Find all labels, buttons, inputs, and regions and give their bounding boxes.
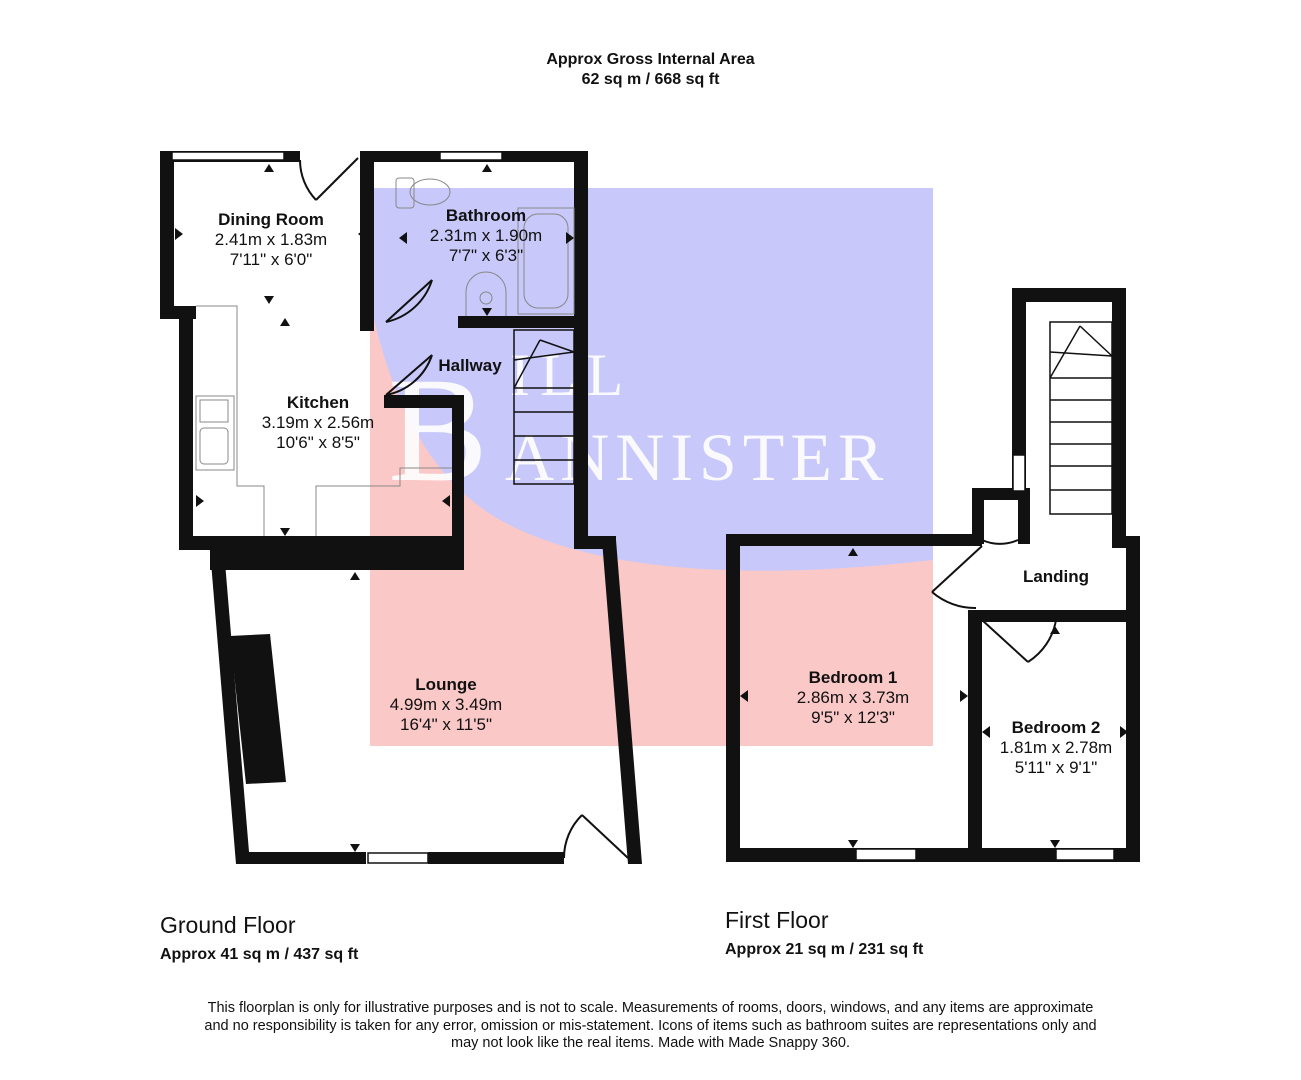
disclaimer: This floorplan is only for illustrative … — [0, 1000, 1301, 1053]
first-floor-label: First Floor — [725, 907, 829, 933]
watermark-logo: B ILL ANNISTER — [370, 188, 933, 746]
first-floor-stairs — [1049, 321, 1113, 515]
room-name: Kitchen — [286, 393, 350, 412]
room-kitchen: Kitchen 3.19m x 2.56m 10'6" x 8'5" — [238, 393, 398, 453]
room-metric: 3.19m x 2.56m — [261, 413, 375, 432]
first-floor-doors — [931, 539, 1057, 663]
room-bedroom-2: Bedroom 2 1.81m x 2.78m 5'11" x 9'1" — [976, 718, 1136, 778]
ground-floor-doors — [299, 157, 629, 859]
room-landing: Landing — [1006, 567, 1106, 587]
room-metric: 2.86m x 3.73m — [796, 688, 910, 707]
ground-floor-label: Ground Floor — [160, 912, 296, 938]
room-name: Bedroom 2 — [1011, 718, 1101, 737]
ground-floor-windows — [171, 151, 503, 864]
room-name: Bedroom 1 — [808, 668, 898, 687]
room-bedroom-1: Bedroom 1 2.86m x 3.73m 9'5" x 12'3" — [773, 668, 933, 728]
disclaimer-line-2: and no responsibility is taken for any e… — [204, 1017, 1097, 1034]
room-lounge: Lounge 4.99m x 3.49m 16'4" x 11'5" — [366, 675, 526, 735]
disclaimer-line-3: may not look like the real items. Made w… — [451, 1035, 850, 1051]
first-floor-walls — [726, 288, 1140, 862]
disclaimer-line-1: This floorplan is only for illustrative … — [207, 1000, 1094, 1016]
ground-floor-walls — [160, 151, 642, 864]
svg-text:ANNISTER: ANNISTER — [505, 419, 889, 495]
room-metric: 2.31m x 1.90m — [429, 226, 543, 245]
room-name: Lounge — [415, 675, 477, 694]
dimension-arrows — [175, 164, 1128, 852]
room-imperial: 7'7" x 6'3" — [448, 246, 524, 265]
room-bathroom: Bathroom 2.31m x 1.90m 7'7" x 6'3" — [406, 206, 566, 266]
room-name: Dining Room — [218, 210, 324, 229]
room-imperial: 16'4" x 11'5" — [400, 715, 492, 734]
bathroom-fittings — [395, 177, 575, 316]
ground-floor-stairs — [513, 329, 575, 485]
kitchen-fittings — [195, 305, 452, 536]
first-floor-area: Approx 21 sq m / 231 sq ft — [725, 941, 924, 958]
ground-floor-area: Approx 41 sq m / 437 sq ft — [160, 946, 359, 963]
room-dining: Dining Room 2.41m x 1.83m 7'11" x 6'0" — [191, 210, 351, 270]
gross-area-value: 62 sq m / 668 sq ft — [581, 71, 720, 88]
room-metric: 1.81m x 2.78m — [999, 738, 1113, 757]
gross-area-title: Approx Gross Internal Area — [546, 51, 755, 68]
room-imperial: 10'6" x 8'5" — [276, 433, 360, 452]
first-floor-windows — [855, 454, 1115, 861]
room-imperial: 5'11" x 9'1" — [1014, 758, 1098, 777]
room-imperial: 9'5" x 12'3" — [811, 708, 895, 727]
room-name: Hallway — [438, 356, 502, 375]
room-metric: 2.41m x 1.83m — [214, 230, 328, 249]
room-metric: 4.99m x 3.49m — [389, 695, 503, 714]
room-name: Landing — [1022, 567, 1090, 586]
room-name: Bathroom — [445, 206, 527, 225]
room-imperial: 7'11" x 6'0" — [229, 250, 313, 269]
svg-text:B: B — [388, 347, 488, 513]
room-hallway: Hallway — [420, 356, 520, 376]
